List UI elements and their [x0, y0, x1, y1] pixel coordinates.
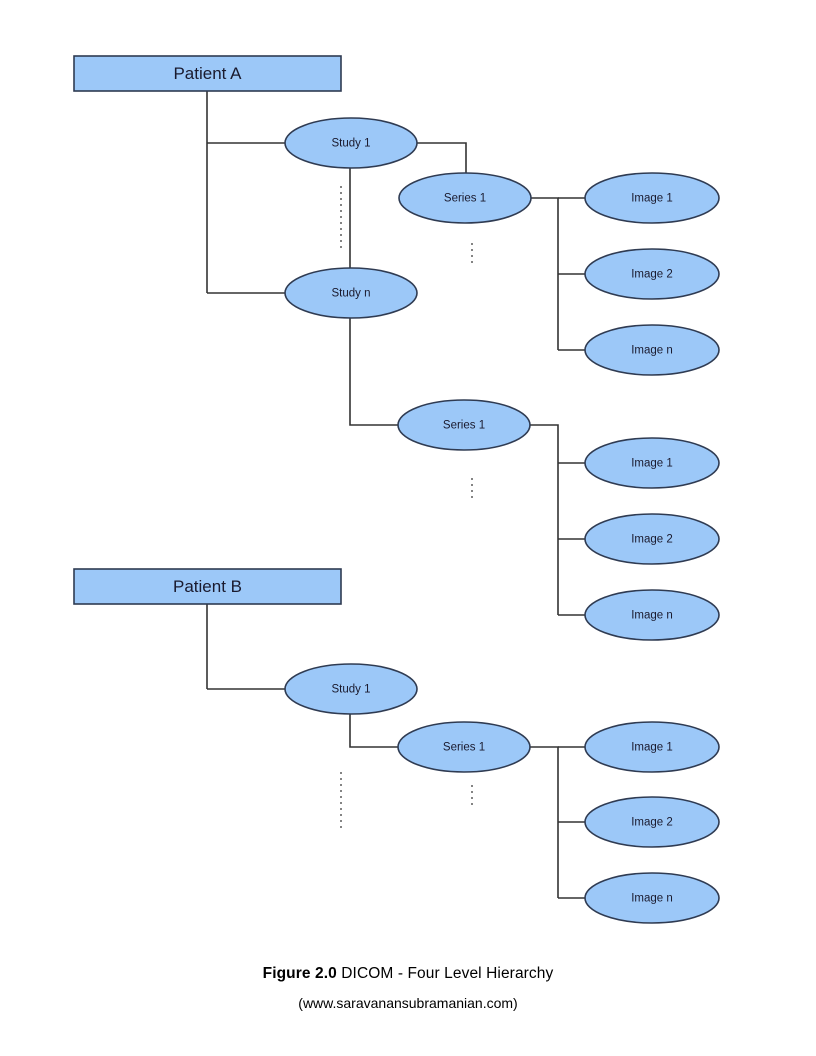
image-b1-1-ellipse[interactable]	[584, 721, 720, 773]
node-study-b-1[interactable]: Study 1	[284, 663, 418, 715]
image-a1-1-ellipse[interactable]	[584, 172, 720, 224]
study-a-n-ellipse[interactable]	[284, 267, 418, 319]
node-image-b1-1[interactable]: Image 1	[584, 721, 720, 773]
image-b1-n-label: Image n	[631, 893, 673, 905]
connector-series-a1-spine	[531, 197, 559, 350]
ellipsis-marks	[340, 186, 473, 828]
image-an-n-label: Image n	[631, 610, 673, 622]
image-b1-2-ellipse[interactable]	[584, 796, 720, 848]
image-an-2-label: Image 2	[631, 534, 673, 546]
connectors-patient-b	[206, 604, 400, 748]
connectors-series-b1-images	[530, 746, 588, 899]
patient-a-box[interactable]	[73, 55, 342, 92]
node-image-an-2[interactable]: Image 2	[584, 513, 720, 565]
node-image-an-n[interactable]: Image n	[584, 589, 720, 641]
figure-caption: Figure 2.0 DICOM - Four Level Hierarchy	[0, 965, 816, 983]
image-an-1-label: Image 1	[631, 458, 673, 470]
node-patient-a[interactable]: Patient A	[73, 55, 342, 92]
connector-series-b1-spine	[530, 746, 559, 898]
image-a1-n-ellipse[interactable]	[584, 324, 720, 376]
patient-b-box[interactable]	[73, 568, 342, 605]
connectors-series-a1-images	[531, 197, 588, 351]
image-b1-n-ellipse[interactable]	[584, 872, 720, 924]
study-a-n-label: Study n	[332, 288, 371, 300]
image-a1-2-label: Image 2	[631, 269, 673, 281]
image-a1-2-ellipse[interactable]	[584, 248, 720, 300]
image-an-1-ellipse[interactable]	[584, 437, 720, 489]
connector-series-an-spine	[530, 424, 559, 615]
study-a-1-ellipse[interactable]	[284, 117, 418, 169]
image-b1-2-label: Image 2	[631, 817, 673, 829]
node-series-a1[interactable]: Series 1	[398, 172, 532, 224]
node-image-a1-n[interactable]: Image n	[584, 324, 720, 376]
figure-number: Figure 2.0	[262, 965, 337, 982]
node-study-a-1[interactable]: Study 1	[284, 117, 418, 169]
series-b1-ellipse[interactable]	[397, 721, 531, 773]
figure-source: (www.saravanansubramanian.com)	[298, 995, 518, 1011]
study-b-1-label: Study 1	[332, 684, 371, 696]
node-series-an[interactable]: Series 1	[397, 399, 531, 451]
patient-b-label: Patient B	[173, 577, 242, 596]
patient-a-label: Patient A	[173, 64, 242, 83]
image-b1-1-label: Image 1	[631, 742, 673, 754]
series-a1-label: Series 1	[444, 193, 486, 205]
image-a1-n-label: Image n	[631, 345, 673, 357]
image-a1-1-label: Image 1	[631, 193, 673, 205]
node-series-b1[interactable]: Series 1	[397, 721, 531, 773]
study-a-1-label: Study 1	[332, 138, 371, 150]
series-b1-label: Series 1	[443, 742, 485, 754]
study-b-1-ellipse[interactable]	[284, 663, 418, 715]
connector-study-n-to-series-1	[349, 168, 400, 426]
series-a1-ellipse[interactable]	[398, 172, 532, 224]
connectors-patient-a	[206, 91, 467, 426]
node-image-a1-1[interactable]: Image 1	[584, 172, 720, 224]
node-image-b1-n[interactable]: Image n	[584, 872, 720, 924]
series-an-label: Series 1	[443, 420, 485, 432]
node-image-b1-2[interactable]: Image 2	[584, 796, 720, 848]
node-study-a-n[interactable]: Study n	[284, 267, 418, 319]
series-an-ellipse[interactable]	[397, 399, 531, 451]
node-patient-b[interactable]: Patient B	[73, 568, 342, 605]
connectors-series-an-images	[530, 424, 588, 616]
connector-b-study-1-to-series-1	[349, 714, 400, 748]
node-image-a1-2[interactable]: Image 2	[584, 248, 720, 300]
figure-title: DICOM - Four Level Hierarchy	[336, 965, 554, 982]
image-an-n-ellipse[interactable]	[584, 589, 720, 641]
connector-study-1-to-series-1	[417, 142, 467, 176]
image-an-2-ellipse[interactable]	[584, 513, 720, 565]
node-image-an-1[interactable]: Image 1	[584, 437, 720, 489]
